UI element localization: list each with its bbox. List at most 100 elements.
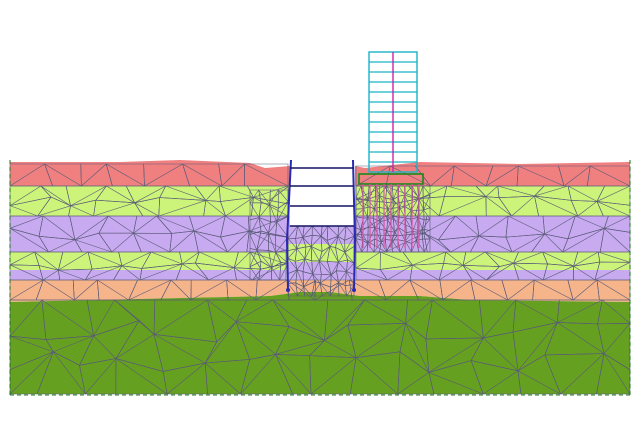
mesh-diagonal (355, 165, 391, 187)
mesh-diagonal (423, 233, 451, 253)
mesh-diagonal (324, 299, 365, 341)
mesh-diagonal (462, 251, 486, 266)
mesh-diagonal (268, 232, 277, 253)
mesh-diagonal (108, 215, 134, 234)
mesh-diagonal (320, 283, 331, 297)
mesh-diagonal (349, 279, 387, 301)
mesh-diagonal (485, 251, 514, 264)
mesh-diagonal (355, 185, 362, 198)
mesh-diagonal (287, 258, 298, 271)
mesh-diagonal (367, 227, 376, 244)
mesh-diagonal (329, 236, 339, 247)
left-diaphragm-wall (285, 159, 292, 291)
mesh-diagonal (158, 200, 206, 217)
soil-layer-3-right (355, 216, 630, 252)
mesh-diagonal (275, 252, 289, 264)
mesh-diagonal (405, 299, 433, 324)
soil-layer-1 (10, 160, 290, 186)
mesh-diagonal (43, 279, 75, 301)
mesh-diagonal (182, 163, 222, 187)
mesh-diagonal (249, 249, 258, 267)
mesh-diagonal (486, 262, 514, 281)
mesh-diagonal (542, 251, 574, 267)
mesh-diagonal (182, 263, 209, 281)
mesh-diagonal (412, 217, 419, 232)
mesh-diagonal (258, 217, 269, 234)
mesh-diagonal (287, 279, 315, 301)
mesh-diagonal (311, 235, 322, 247)
mesh-diagonal (9, 185, 42, 206)
mesh-diagonal (58, 251, 89, 271)
mesh-diagonal (111, 233, 134, 253)
mesh-diagonal (360, 229, 368, 244)
mesh-diagonal (386, 216, 394, 232)
mesh-diagonal (234, 267, 253, 281)
mesh-diagonal (156, 215, 195, 232)
mesh-diagonal (386, 198, 420, 217)
mesh-diagonal (511, 195, 535, 217)
mesh-diagonal (419, 185, 447, 199)
mesh-diagonal (9, 163, 45, 187)
mesh-diagonal (9, 215, 44, 229)
mesh-diagonal (85, 358, 117, 395)
mesh-diagonal (199, 251, 235, 268)
mesh-diagonal (367, 243, 375, 253)
mesh-diagonal (338, 261, 347, 272)
mesh-diagonal (562, 228, 605, 253)
mesh-diagonal (517, 370, 561, 395)
mesh-diagonal (397, 217, 406, 228)
mesh-diagonal (297, 286, 304, 297)
mesh-diagonal (346, 284, 355, 297)
soil-layer-5-right (356, 270, 630, 280)
mesh-diagonal (405, 323, 430, 373)
mesh-diagonal (398, 185, 406, 196)
mesh-diagonal (374, 227, 382, 243)
mesh-diagonal (596, 279, 631, 301)
mesh-diagonal (74, 279, 98, 301)
mesh-diagonal (133, 215, 157, 234)
mesh-diagonal (133, 232, 170, 253)
mesh-diagonal (205, 185, 220, 201)
wall-toe (352, 288, 356, 292)
mesh-diagonal (106, 163, 145, 187)
mesh-diagonal (423, 209, 431, 220)
mesh-diagonal (249, 217, 260, 235)
mesh-diagonal (258, 189, 270, 205)
mesh-diagonal (34, 251, 59, 271)
mesh-diagonal (454, 165, 487, 187)
mesh-diagonal (572, 279, 598, 301)
mesh-diagonal (310, 246, 320, 262)
mesh-diagonal (411, 185, 419, 199)
mesh-diagonal (412, 231, 417, 241)
mesh-diagonal (303, 286, 313, 297)
mesh-diagonal (355, 251, 381, 269)
mesh-diagonal (577, 201, 598, 217)
mesh-diagonal (9, 299, 43, 337)
mesh-diagonal (404, 195, 412, 211)
mesh-diagonal (244, 163, 289, 187)
mesh-diagonal (287, 225, 298, 239)
mesh-diagonal (296, 237, 304, 249)
mesh-diagonal (303, 274, 314, 287)
mesh-diagonal (208, 267, 235, 281)
mesh-diagonal (330, 261, 339, 276)
mesh-diagonal (181, 251, 200, 265)
mesh-diagonal (534, 195, 578, 217)
mesh-diagonal (224, 215, 250, 232)
mesh-diagonal (320, 235, 331, 247)
mesh-diagonal (397, 227, 406, 242)
mesh-diagonal (235, 321, 276, 355)
mesh-diagonal (81, 163, 107, 187)
mesh-diagonal (367, 217, 376, 228)
mesh-diagonal (446, 185, 486, 197)
mesh-diagonal (278, 189, 289, 202)
mesh-diagonal (121, 251, 152, 267)
mesh-diagonal (363, 199, 369, 209)
mesh-diagonal (287, 248, 298, 259)
mesh-diagonal (58, 269, 86, 281)
mesh-diagonal (423, 194, 431, 211)
mesh-diagonal (399, 207, 406, 219)
mesh-diagonal (249, 202, 260, 218)
